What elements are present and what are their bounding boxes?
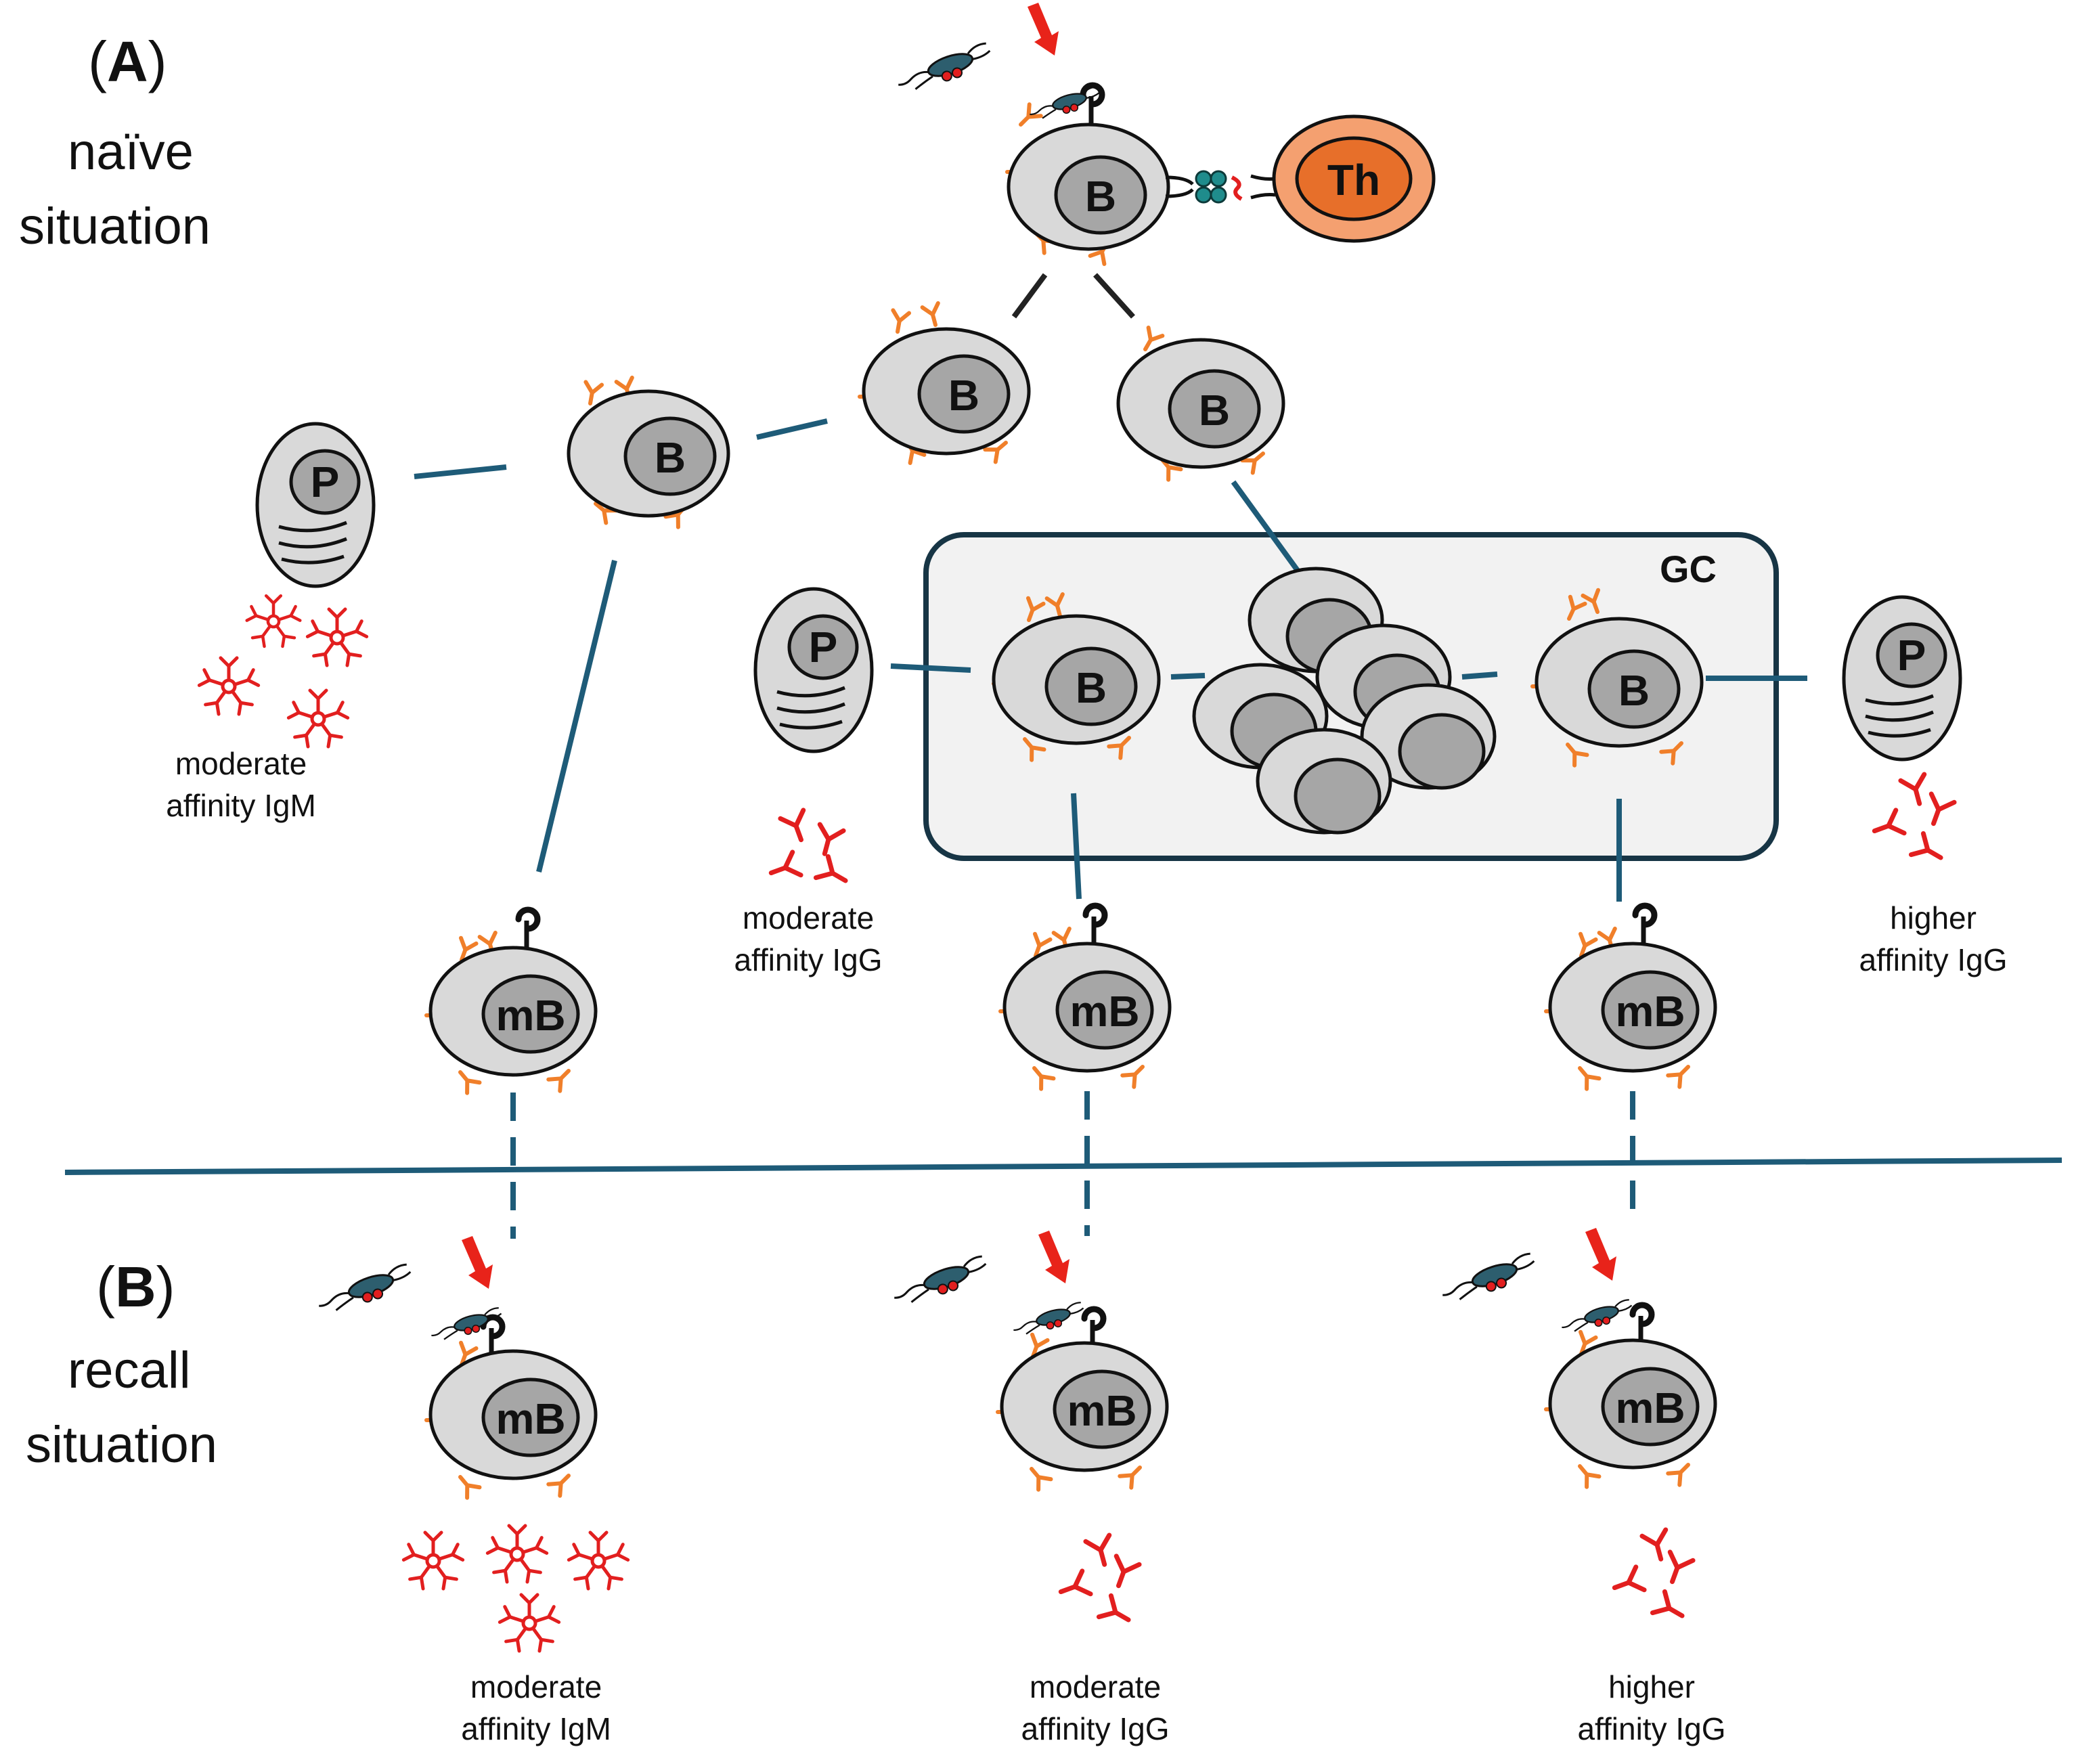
igg-antibodies-naive-higher <box>1870 774 1954 868</box>
co-stimulation-complex <box>1165 170 1276 204</box>
igg-antibodies-naive-moderate <box>767 810 852 891</box>
plasma-cell-label: P <box>311 458 340 506</box>
igg-recall-moderate-line1: moderate <box>1030 1669 1161 1704</box>
pathogen-icon <box>893 41 996 97</box>
gc-b-cell-right: B <box>1532 590 1704 766</box>
b-cell-label: B <box>1076 663 1107 712</box>
panel-b-line1: recall <box>68 1342 191 1399</box>
b-cell-label: B <box>1085 172 1116 221</box>
pathogen-icon <box>1437 1251 1540 1307</box>
panel-b-line2: situation <box>26 1416 217 1474</box>
memory-b-cell-1: mB <box>426 910 598 1093</box>
memory-b-cell-label: mB <box>1067 1386 1137 1435</box>
panel-divider <box>64 1157 2062 1175</box>
igm-antibodies-recall <box>403 1526 627 1651</box>
b-cell-label: B <box>655 433 686 482</box>
germinal-center-label: GC <box>1660 548 1717 590</box>
memory-b-cell-label: mB <box>495 1394 565 1443</box>
igg-recall-higher-line1: higher <box>1608 1669 1695 1704</box>
igg-naive-moderate-line1: moderate <box>743 900 874 935</box>
pathogen-icon <box>889 1254 992 1310</box>
b-cell-left: B <box>567 378 730 527</box>
pathogen-icon <box>313 1262 416 1318</box>
igg-naive-moderate-line2: affinity IgG <box>734 942 882 977</box>
memory-b-cell-label: mB <box>1615 1384 1685 1432</box>
plasma-cell-right: P <box>1842 595 1962 762</box>
memory-b-cell-label: mB <box>495 991 565 1040</box>
igm-naive-line2: affinity IgM <box>166 788 316 823</box>
activated-b-cell: B <box>1007 85 1276 264</box>
memory-b-cell-2: mB <box>1000 906 1172 1089</box>
panel-a-letter: A <box>107 30 148 93</box>
activation-arrow-icon <box>462 1236 493 1289</box>
igm-antibodies-naive <box>199 596 366 747</box>
igg-recall-moderate-line2: affinity IgG <box>1021 1711 1169 1746</box>
activation-arrow-icon <box>1038 1231 1069 1283</box>
igm-naive-line1: moderate <box>175 746 307 781</box>
memory-b-cell-3: mB <box>1546 906 1717 1089</box>
gc-cell <box>1256 728 1392 835</box>
recall-memory-b-cell-1: mB <box>426 1306 598 1498</box>
gc-b-cell-left: B <box>994 594 1161 760</box>
plasma-cell-left: P <box>255 422 376 588</box>
svg-text:(B): (B) <box>96 1255 175 1319</box>
t-helper-cell: Th <box>1272 114 1436 243</box>
igm-recall-line2: affinity IgM <box>461 1711 611 1746</box>
igg-antibodies-recall-higher <box>1610 1530 1693 1627</box>
b-cell-right: B <box>1116 328 1285 480</box>
igg-antibodies-recall-moderate <box>1057 1535 1139 1631</box>
panel-b-label: (B) recall situation <box>26 1255 217 1474</box>
lineage-connectors <box>414 273 1807 902</box>
t-helper-label: Th <box>1327 156 1380 204</box>
gc-proliferating-cells <box>1192 567 1497 835</box>
memory-b-cell-label: mB <box>1615 987 1685 1036</box>
activation-arrow-icon <box>1585 1228 1616 1281</box>
recall-memory-b-cell-2: mB <box>998 1300 1169 1490</box>
igg-naive-higher-line1: higher <box>1890 900 1977 935</box>
igg-naive-higher-line2: affinity IgG <box>1859 942 2007 977</box>
igg-recall-higher-line2: affinity IgG <box>1577 1711 1725 1746</box>
svg-text:(A): (A) <box>88 30 167 93</box>
memory-b-cell-label: mB <box>1069 987 1139 1036</box>
b-cell-label: B <box>1199 386 1230 435</box>
panel-a-label: (A) naïve situation <box>19 30 211 255</box>
gc-cell <box>1360 683 1497 790</box>
panel-a-line1: naïve <box>68 123 194 181</box>
igm-recall-line1: moderate <box>470 1669 602 1704</box>
b-cell-label: B <box>1618 666 1650 715</box>
panel-b-letter: B <box>115 1255 156 1319</box>
recall-connectors <box>510 1091 1635 1239</box>
b-cell-label: B <box>948 371 979 420</box>
plasma-cell-label: P <box>809 623 838 671</box>
panel-a-line2: situation <box>19 198 211 255</box>
plasma-cell-centre: P <box>753 587 874 753</box>
b-cell-centre: B <box>860 303 1031 463</box>
plasma-cell-label: P <box>1897 631 1926 680</box>
activation-arrow-icon <box>1028 3 1059 56</box>
recall-memory-b-cell-3: mB <box>1546 1298 1717 1487</box>
